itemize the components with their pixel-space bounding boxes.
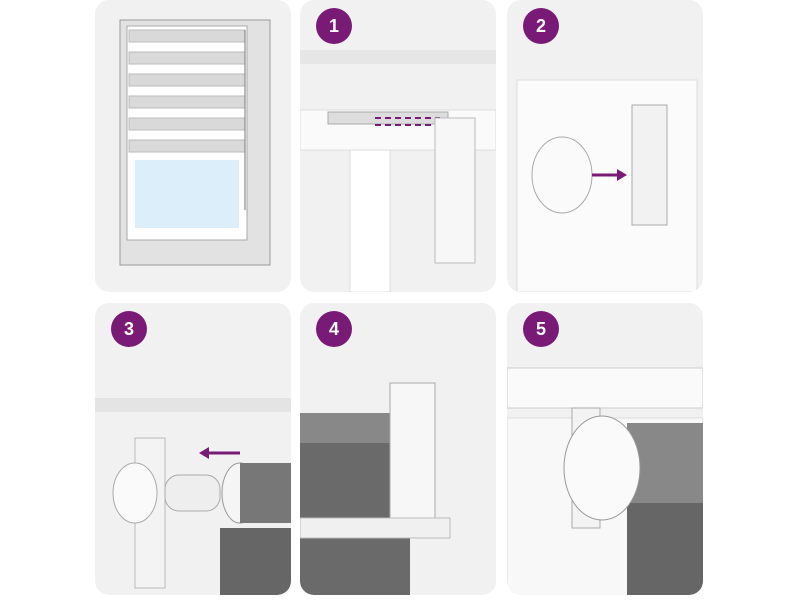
roller-clip-illustration <box>300 382 451 595</box>
overview-panel <box>95 0 291 292</box>
step-1-panel: 1 <box>300 0 496 292</box>
step-number-badge: 1 <box>316 8 352 44</box>
step-5-panel: 5 <box>507 303 703 595</box>
bracket-mount-illustration <box>300 50 496 292</box>
roller-insert-illustration <box>95 398 291 595</box>
window-blind-illustration <box>119 19 271 266</box>
step-number-badge: 3 <box>111 311 147 347</box>
step-number-badge: 2 <box>523 8 559 44</box>
step-number-badge: 5 <box>523 311 559 347</box>
end-cap-attach-illustration <box>516 79 698 292</box>
step-3-panel: 3 <box>95 303 291 595</box>
step-2-panel: 2 <box>507 0 703 292</box>
installed-roller-illustration <box>507 367 703 595</box>
step-4-panel: 4 <box>300 303 496 595</box>
step-number-badge: 4 <box>316 311 352 347</box>
